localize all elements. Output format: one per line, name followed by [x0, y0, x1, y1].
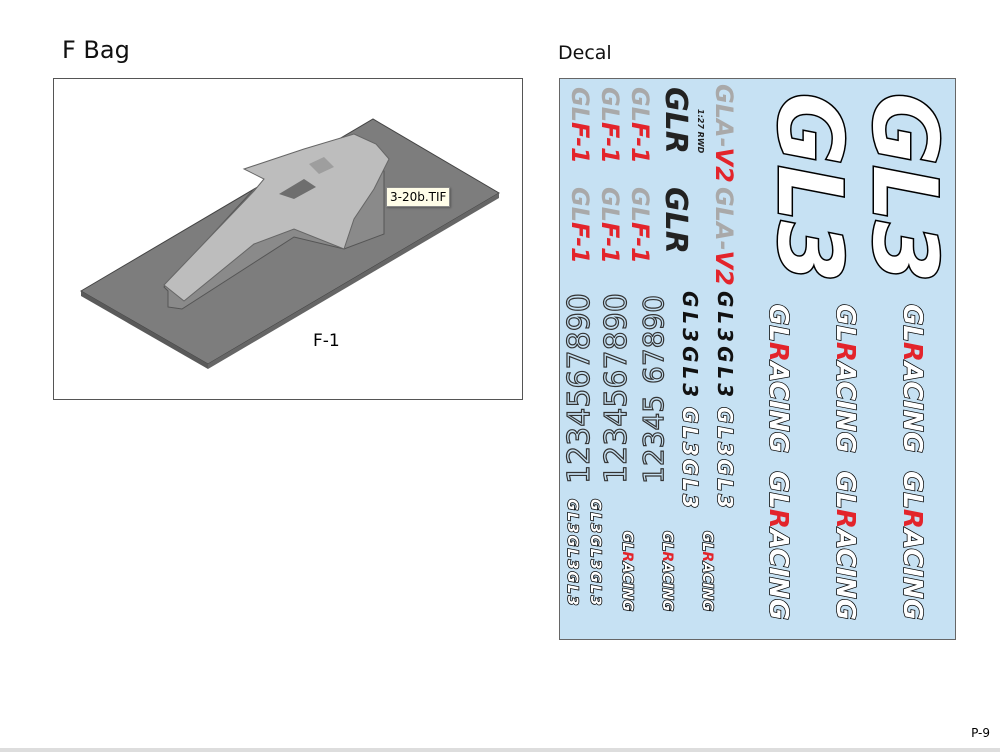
decal-gl3-black: GL3GL3	[678, 291, 702, 402]
decal-numbers: 67890	[636, 294, 670, 384]
decal-gl3-black: GL3GL3	[713, 291, 737, 402]
decal-gl3-white: GL3GL3	[712, 406, 738, 512]
decal-gl-racing-small: GLRACING	[658, 530, 676, 612]
footer-divider	[0, 748, 1000, 752]
decal-glf1: GLF-1	[626, 87, 654, 164]
decal-glr: GLR	[658, 87, 693, 154]
decal-glf1: GLF-1	[626, 187, 654, 264]
decal-gl-racing: GLRACING	[762, 303, 794, 454]
image-filename-tooltip: 3-20b.TIF	[386, 187, 451, 207]
decal-glr-sub: 1:27 RWD	[696, 109, 705, 154]
part-label: F-1	[313, 331, 340, 351]
decal-numbers: 12345	[636, 394, 670, 484]
body-shell-illustration	[80, 118, 500, 369]
decal-glf1: GLF-1	[566, 187, 594, 264]
decal-gl3-large: GL3	[757, 92, 863, 285]
decal-gl3-small: GL3GL3GL3	[586, 498, 604, 608]
decal-gl3-white: GL3GL3	[677, 406, 703, 512]
decal-glf1: GLF-1	[596, 87, 624, 164]
f-bag-figure: 3-20b.TIF F-1	[53, 78, 523, 400]
page-number: P-9	[971, 726, 990, 740]
decal-gl-racing-small: GLRACING	[618, 530, 636, 612]
decal-gl-racing: GLRACING	[829, 470, 861, 621]
decal-sheet: GLF-1 GLF-1 GLF-1 GLF-1 GLF-1 GLF-1 GLR …	[559, 78, 956, 640]
decal-glf1: GLF-1	[566, 87, 594, 164]
section-title-decal: Decal	[558, 42, 612, 64]
section-title-f-bag: F Bag	[62, 36, 130, 64]
decal-gl3-large: GL3	[852, 92, 956, 285]
decal-gl-racing: GLRACING	[829, 303, 861, 454]
decal-gl-racing: GLRACING	[762, 470, 794, 621]
decal-gl-racing-small: GLRACING	[698, 530, 716, 612]
decal-numbers: 1234567890	[561, 293, 597, 485]
decal-glr: GLR	[658, 187, 693, 254]
decal-gl-racing: GLRACING	[896, 303, 928, 454]
decal-gl-racing: GLRACING	[896, 470, 928, 621]
decal-numbers: 1234567890	[598, 293, 634, 485]
decal-gl3-small: GL3GL3GL3	[563, 498, 581, 608]
decal-gla-v2: GLA-V2	[710, 84, 738, 183]
decal-gla-v2: GLA-V2	[710, 187, 738, 286]
decal-glf1: GLF-1	[596, 187, 624, 264]
